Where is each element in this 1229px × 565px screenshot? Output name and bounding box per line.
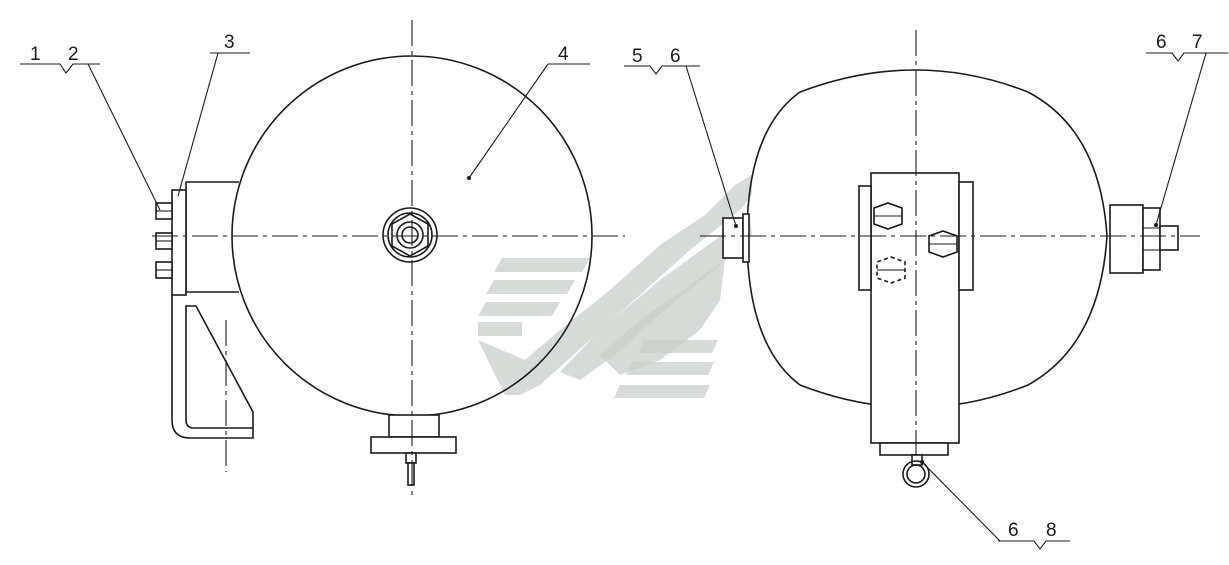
callout-1: 1 <box>30 44 41 65</box>
callout-7: 7 <box>1192 32 1203 53</box>
callout-2: 2 <box>68 44 79 65</box>
hub-outer <box>382 207 438 263</box>
callout-5: 5 <box>632 46 643 67</box>
callout-6-left: 6 <box>670 46 681 67</box>
bracket-bolts <box>873 202 958 284</box>
callout-3: 3 <box>224 32 235 53</box>
leader-lines <box>20 52 1228 550</box>
bottom-fitting <box>370 414 457 486</box>
left-nipple <box>722 217 744 259</box>
bolt-stack <box>155 202 173 279</box>
callout-4: 4 <box>558 44 569 65</box>
callout-6-right: 6 <box>1156 32 1167 53</box>
callout-8: 8 <box>1046 520 1057 541</box>
l-bracket <box>171 295 254 439</box>
watermark-logo <box>478 175 752 398</box>
right-view <box>700 30 1200 488</box>
callout-6-bottom: 6 <box>1008 520 1019 541</box>
left-view <box>152 20 625 500</box>
right-fitting <box>1109 204 1179 274</box>
mounting-plate <box>171 189 187 296</box>
bracket-box <box>185 181 239 293</box>
drain-ring <box>902 460 930 488</box>
callout-labels: 1 2 3 4 5 6 6 7 6 8 <box>30 32 1203 541</box>
